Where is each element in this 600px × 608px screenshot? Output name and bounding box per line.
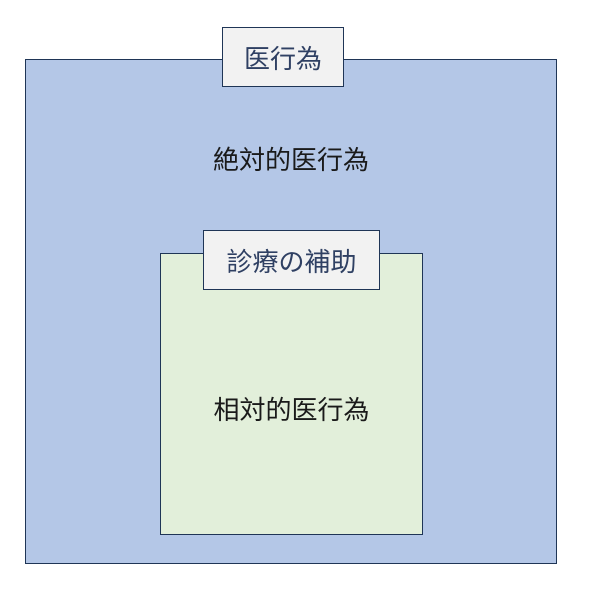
medical-act-tab-label: 医行為 [243,44,322,75]
assistance-with-treatment-tab: 診療の補助 [203,230,380,290]
medical-act-tab: 医行為 [222,27,344,87]
absolute-medical-act-label: 絶対的医行為 [212,146,369,176]
assistance-with-treatment-region [160,253,423,535]
assistance-with-treatment-tab-label: 診療の補助 [226,247,357,278]
relative-medical-act-label: 相対的医行為 [213,396,370,426]
